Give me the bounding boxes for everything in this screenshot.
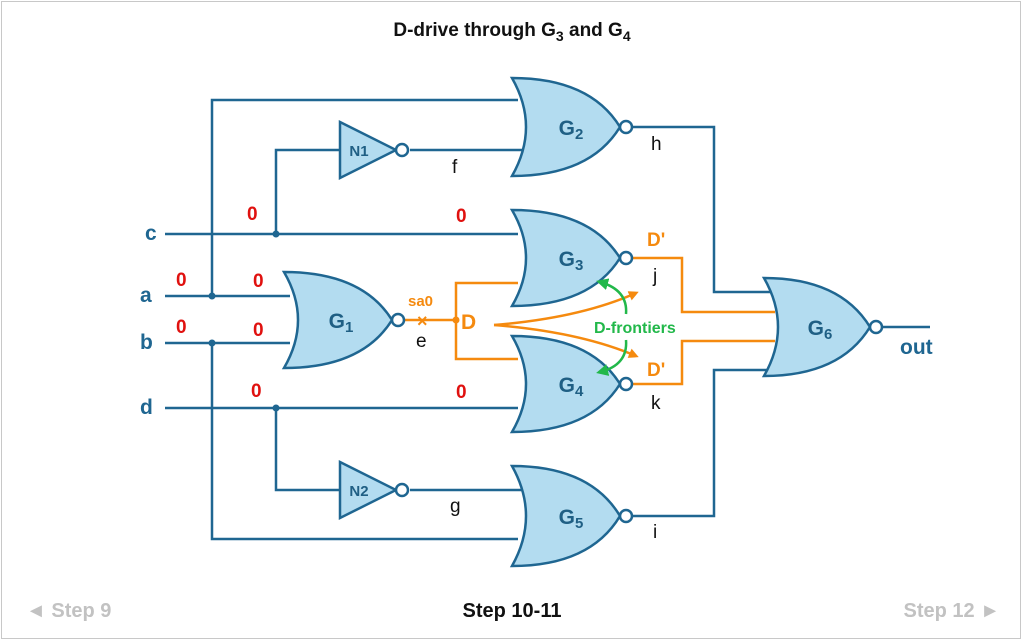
- wire-b-to-g5: [210, 343, 518, 541]
- value-a-g1: 0: [253, 271, 264, 292]
- d-path-wires: [404, 256, 775, 386]
- inverter-n2: N2: [338, 459, 410, 521]
- value-j-out: D': [647, 230, 665, 251]
- svg-text:G5: G5: [559, 506, 584, 532]
- svg-text:N2: N2: [349, 483, 368, 500]
- gate-g5: G5: [509, 464, 634, 568]
- gate-g1: G1: [281, 270, 406, 370]
- net-label-g: g: [450, 496, 461, 517]
- value-c-g3: 0: [456, 206, 467, 227]
- gate-g3: G3: [509, 208, 634, 308]
- inverter-n1: N1: [338, 119, 410, 181]
- value-d-g4: 0: [456, 382, 467, 403]
- next-step-button[interactable]: Step 12 ►: [903, 600, 1001, 622]
- gate-g2: G2: [509, 76, 634, 178]
- wire-k: [632, 339, 775, 386]
- svg-text:G1: G1: [329, 310, 354, 336]
- value-b-g1: 0: [253, 320, 264, 341]
- svg-text:G6: G6: [808, 317, 833, 343]
- fault-junction: [452, 316, 460, 324]
- svg-text:G4: G4: [559, 374, 584, 400]
- wire-a-to-g2: [210, 98, 518, 296]
- svg-text:G3: G3: [559, 248, 584, 274]
- value-a-in: 0: [176, 270, 187, 291]
- value-d-n2: 0: [251, 381, 262, 402]
- net-label-j: j: [652, 266, 657, 287]
- propagation-arrow-down: [493, 323, 639, 358]
- diagram-title: D-drive through G3 and G4: [393, 20, 630, 44]
- input-label-b: b: [140, 331, 153, 354]
- prev-step-button[interactable]: ◄ Step 9: [26, 600, 112, 622]
- frontier-annotation: D-frontiers: [594, 320, 676, 337]
- value-c-n1: 0: [247, 204, 258, 225]
- svg-text:G2: G2: [559, 117, 584, 143]
- wire-h: [632, 125, 770, 294]
- wire-d-to-n2: [274, 408, 340, 492]
- input-label-c: c: [145, 222, 157, 245]
- junctions: [208, 230, 280, 412]
- svg-text:N1: N1: [349, 143, 368, 160]
- value-b-in: 0: [176, 317, 187, 338]
- fault-label: sa0: [408, 293, 433, 310]
- value-fault-site: D: [461, 311, 476, 334]
- wire-e-to-g3: [454, 281, 518, 320]
- wire-j: [632, 256, 775, 314]
- frontier-arrow-down: [596, 339, 628, 376]
- current-step-label: Step 10-11: [462, 600, 562, 622]
- wire-c-to-n1: [274, 148, 340, 234]
- gate-g6: G6: [761, 276, 884, 378]
- wire-e-to-g4: [454, 320, 518, 361]
- wires: [165, 98, 930, 541]
- frontier-arrow-up: [596, 278, 628, 315]
- net-label-e: e: [416, 331, 427, 352]
- gate-g4: G4: [509, 334, 634, 434]
- wire-i: [632, 368, 770, 518]
- net-label-h: h: [651, 134, 662, 155]
- input-label-a: a: [140, 284, 152, 307]
- value-k-out: D': [647, 360, 665, 381]
- net-label-f: f: [452, 157, 458, 178]
- net-label-k: k: [651, 393, 661, 414]
- net-label-i: i: [653, 522, 657, 543]
- fault-marker: ×: [417, 311, 428, 331]
- output-label: out: [900, 336, 933, 359]
- input-label-d: d: [140, 396, 153, 419]
